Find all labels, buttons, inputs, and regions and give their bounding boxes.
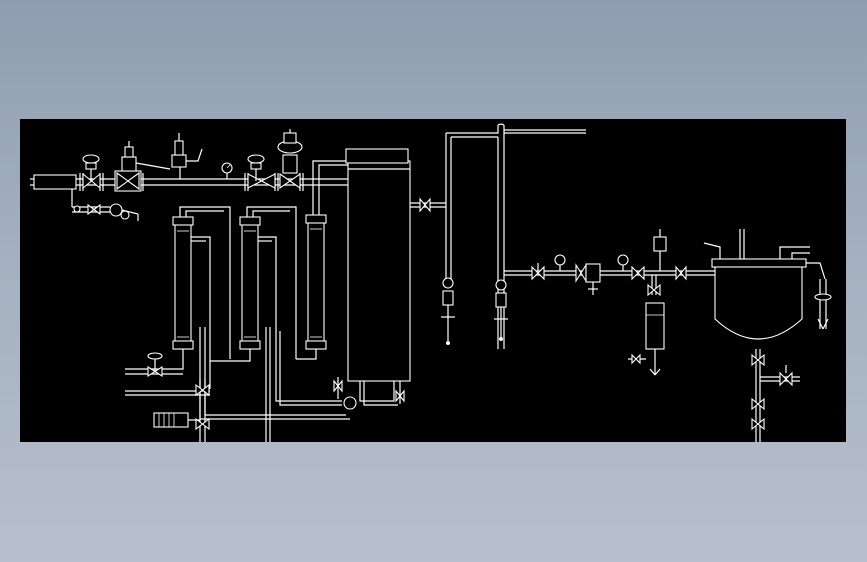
heat-exchanger-2: [239, 216, 261, 350]
inlet-assembly: [30, 173, 350, 191]
reactor-feed-line: [504, 229, 715, 295]
storage-tank: [333, 148, 411, 410]
control-valve-icon: [277, 129, 303, 190]
tank-outlet-piping: [410, 123, 586, 349]
inlet-strainer: [33, 174, 77, 190]
bypass-drain-assembly: [71, 189, 139, 221]
riser-instrument-2: [494, 279, 508, 341]
safety-valve-icon: [171, 133, 203, 179]
pump-icon: [153, 412, 200, 428]
reactor-vessel: [703, 229, 832, 340]
reactor-drain: [751, 349, 800, 442]
pressure-reducing-valve-icon: [114, 141, 171, 192]
cad-drawing-viewport[interactable]: [20, 119, 846, 442]
gate-valve-icon: [247, 154, 276, 189]
gate-valve-icon: [82, 154, 101, 190]
filter-cartridge: [628, 275, 665, 376]
riser-instrument-1: [441, 277, 455, 345]
process-flow-diagram: [30, 123, 832, 442]
heat-exchanger-3: [305, 214, 327, 350]
pressure-gauge-icon: [221, 162, 233, 179]
lower-left-piping: [125, 379, 210, 442]
heat-exchanger-1: [172, 216, 194, 350]
gate-valve-icon: [147, 352, 163, 378]
